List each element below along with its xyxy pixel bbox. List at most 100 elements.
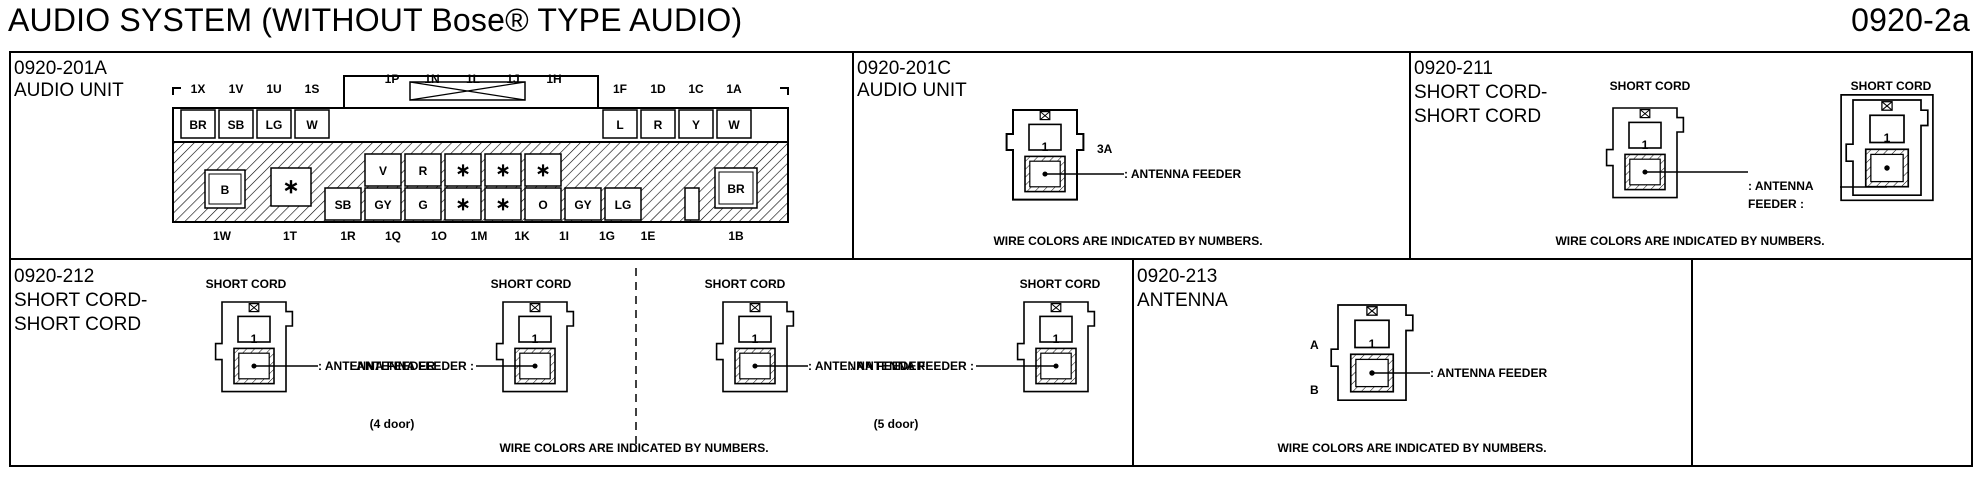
wire-color-note: WIRE COLORS ARE INDICATED BY NUMBERS. <box>993 234 1262 248</box>
connector-shape-left <box>1605 107 1685 199</box>
door-caption: (4 door) <box>370 417 415 431</box>
connector-name: AUDIO UNIT <box>14 80 124 101</box>
pin-1w: 1W <box>213 229 232 243</box>
connector-shape <box>214 301 294 393</box>
pin-1f: 1F <box>613 82 627 96</box>
connector-shape <box>495 301 575 393</box>
wire-color: LG <box>266 118 283 132</box>
pin-1k: 1K <box>514 229 530 243</box>
connector-shape <box>715 301 795 393</box>
wire-color: GY <box>374 198 391 212</box>
short-cord-label: SHORT CORD <box>206 277 287 291</box>
feeder-label: : ANTENNA FEEDER <box>808 359 925 373</box>
connector-name: SHORT CORD- <box>1414 82 1547 103</box>
short-cord-label: SHORT CORD <box>1610 79 1691 93</box>
wire-color: GY <box>574 198 591 212</box>
pin-label: 1 <box>251 332 258 346</box>
panel-borders <box>9 51 1973 467</box>
pin-1d: 1D <box>650 82 666 96</box>
side-label-b: B <box>1310 383 1319 397</box>
pin-1q: 1Q <box>385 229 401 243</box>
wire-color: G <box>418 198 427 212</box>
pin-label: 1 <box>1053 332 1060 346</box>
door-caption: (5 door) <box>874 417 919 431</box>
pin-1o: 1O <box>431 229 447 243</box>
short-cord-label: SHORT CORD <box>1851 79 1932 93</box>
wire-color: BR <box>189 118 207 132</box>
wire-color: O <box>538 198 547 212</box>
panel-0920-211: 0920-211 SHORT CORD- SHORT CORD SHORT CO… <box>1414 58 1934 248</box>
pin-1i: 1I <box>559 229 569 243</box>
feeder-label: FEEDER : <box>1748 197 1804 211</box>
pin-1n: 1N <box>424 72 439 86</box>
unused-pin: ∗ <box>495 160 510 180</box>
connector-code: 0920-212 <box>14 266 94 287</box>
panel-0920-201C: 0920-201C AUDIO UNIT 1 3A : ANTENNA FEED… <box>857 58 1263 248</box>
unused-pin: ∗ <box>455 194 470 214</box>
wire-color: W <box>728 118 740 132</box>
connector-code: 0920-213 <box>1137 266 1217 287</box>
pin-1b: 1B <box>728 229 744 243</box>
page-code: 0920-2a <box>1851 2 1970 38</box>
wire-color: R <box>419 164 428 178</box>
pin-1x: 1X <box>191 82 206 96</box>
wire-color: L <box>616 118 623 132</box>
connector-name: SHORT CORD <box>1414 106 1541 127</box>
connector-shape-right <box>1840 94 1934 202</box>
pin-1p: 1P <box>385 72 400 86</box>
connector-name: AUDIO UNIT <box>857 80 967 101</box>
unused-pin: ∗ <box>283 176 300 198</box>
connector-code: 0920-211 <box>1414 58 1493 79</box>
pin-1j: 1J <box>506 72 519 86</box>
wire-color-note: WIRE COLORS ARE INDICATED BY NUMBERS. <box>1277 441 1546 455</box>
side-label-a: A <box>1310 338 1319 352</box>
pin-1a: 1A <box>726 82 742 96</box>
connector-shape <box>1005 108 1085 201</box>
wire-color: R <box>654 118 663 132</box>
unused-pin: ∗ <box>495 194 510 214</box>
wire-color: Y <box>692 118 700 132</box>
connector-shape <box>1016 301 1096 393</box>
pin-1s: 1S <box>305 82 320 96</box>
pin-1r: 1R <box>340 229 356 243</box>
wire-color: SB <box>335 198 352 212</box>
pin-label: 1 <box>1369 337 1376 351</box>
wire-color: B <box>221 183 230 197</box>
pin-label: 1 <box>532 332 539 346</box>
pin-1t: 1T <box>283 229 298 243</box>
wire-color-note: WIRE COLORS ARE INDICATED BY NUMBERS. <box>499 441 768 455</box>
connector-name: SHORT CORD- <box>14 290 147 311</box>
feeder-label: : ANTENNA FEEDER : <box>850 359 974 373</box>
pin-1m: 1M <box>471 229 488 243</box>
pin-1l: 1L <box>466 72 480 86</box>
connector-name: ANTENNA <box>1137 290 1228 311</box>
wire-color: SB <box>228 118 245 132</box>
pin-label: 1 <box>1884 131 1891 145</box>
wire-color: LG <box>615 198 632 212</box>
wire-color-note: WIRE COLORS ARE INDICATED BY NUMBERS. <box>1555 234 1824 248</box>
wire-color: W <box>306 118 318 132</box>
pin-1g: 1G <box>599 229 615 243</box>
connector-code: 0920-201A <box>14 58 107 79</box>
unused-pin: ∗ <box>455 160 470 180</box>
short-cord-label: SHORT CORD <box>491 277 572 291</box>
pin-label: 1 <box>752 332 759 346</box>
connector-name: SHORT CORD <box>14 314 141 335</box>
terminal-label: 3A <box>1097 142 1113 156</box>
pin-label: 1 <box>1642 138 1649 152</box>
pin-1h: 1H <box>546 72 561 86</box>
feeder-label: : ANTENNA FEEDER <box>1430 366 1547 380</box>
pin-1c: 1C <box>688 82 704 96</box>
wire-color: V <box>379 164 387 178</box>
wire-color: BR <box>727 182 745 196</box>
pin-1u: 1U <box>266 82 281 96</box>
pin-label: 1 <box>1042 140 1049 154</box>
feeder-label: : ANTENNA FEEDER : <box>350 359 474 373</box>
panel-0920-201A: 0920-201A AUDIO UNIT <box>14 58 789 243</box>
panel-0920-213: 0920-213 ANTENNA 1 A B : ANTENNA FEEDER … <box>1137 266 1547 455</box>
pin-1v: 1V <box>229 82 244 96</box>
connector-code: 0920-201C <box>857 58 951 79</box>
connector-shape <box>1330 304 1414 402</box>
short-cord-label: SHORT CORD <box>705 277 786 291</box>
